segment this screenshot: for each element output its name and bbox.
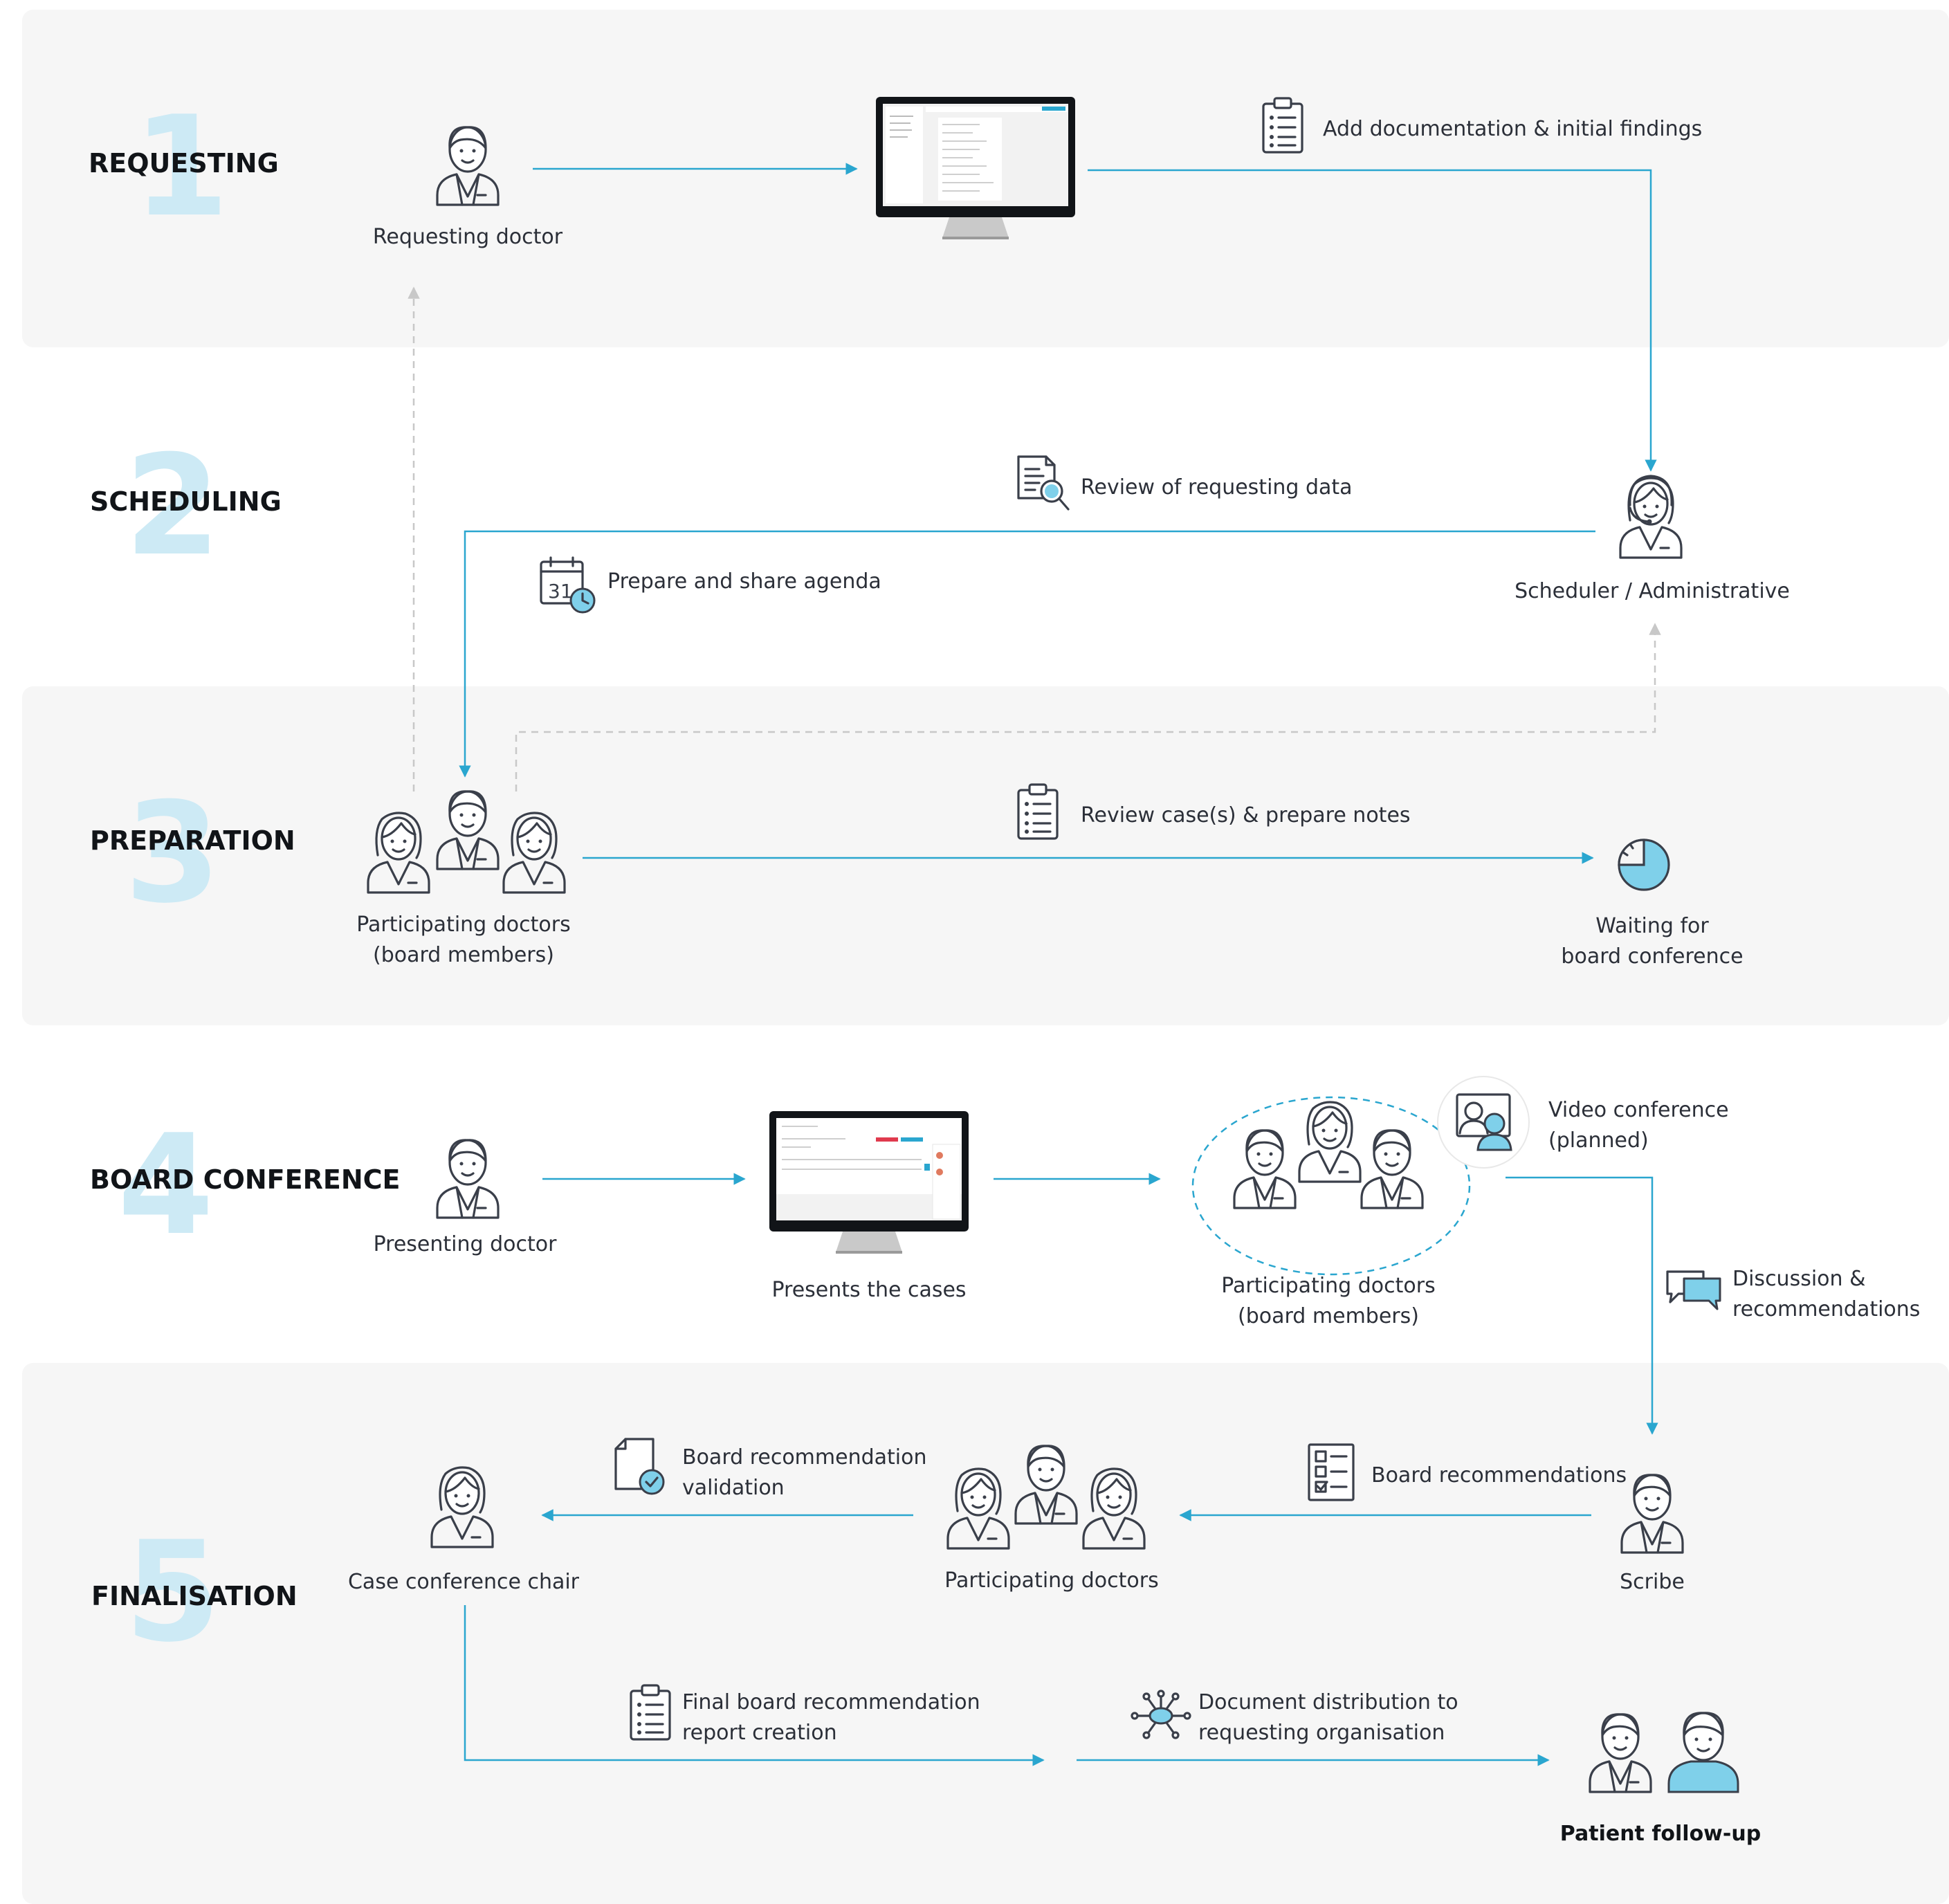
checklist-icon xyxy=(1308,1443,1355,1501)
stage-label: FINALISATION xyxy=(91,1581,298,1611)
stage-number: 4 xyxy=(118,1105,214,1266)
final-report-label-l1: Final board recommendation xyxy=(682,1690,980,1714)
patient-icon xyxy=(1667,1712,1739,1793)
board-members-label: (board members) xyxy=(373,943,554,967)
case-chair-label: Case conference chair xyxy=(348,1570,580,1594)
patient-followup-label: Patient follow-up xyxy=(1560,1822,1761,1846)
video-conference-label-l1: Video conference xyxy=(1548,1098,1729,1122)
chat-bubbles-icon xyxy=(1666,1270,1721,1310)
discussion-label-l2: recommendations xyxy=(1732,1297,1920,1321)
add-documentation-label: Add documentation & initial findings xyxy=(1323,117,1702,141)
stage-number: 1 xyxy=(133,86,229,248)
calendar-day: 31 xyxy=(548,580,573,603)
validation-label-l2: validation xyxy=(682,1476,785,1500)
flow-connectors xyxy=(408,163,1661,1766)
conference-members-group xyxy=(1233,1101,1424,1209)
stage-3: 3 PREPARATION xyxy=(90,773,295,934)
prepare-agenda-label: Prepare and share agenda xyxy=(607,569,881,594)
conf-participating-label: Participating doctors xyxy=(1221,1274,1435,1298)
participating-doctors-label: Participating doctors xyxy=(356,913,570,937)
screen-content xyxy=(886,107,1068,203)
arrow-chair-to-report xyxy=(464,1605,1045,1766)
calendar-icon: 31 xyxy=(540,556,596,614)
validation-label-l1: Board recommendation xyxy=(682,1445,927,1470)
arrow-members-to-scribe xyxy=(1506,1176,1658,1435)
band-preparation xyxy=(22,686,1949,1025)
scheduler-label: Scheduler / Administrative xyxy=(1515,579,1790,603)
stage-5: 5 FINALISATION xyxy=(91,1512,298,1673)
presenting-doctor-label: Presenting doctor xyxy=(374,1232,557,1256)
monitor-case-view xyxy=(768,1110,970,1254)
stage-2: 2 SCHEDULING xyxy=(90,425,282,587)
clipboard-icon xyxy=(1262,97,1303,154)
waiting-label-l2: board conference xyxy=(1561,944,1743,969)
screen-content xyxy=(776,1118,962,1220)
requesting-doctor-label: Requesting doctor xyxy=(373,225,563,249)
waiting-label-l1: Waiting for xyxy=(1595,914,1709,938)
stage-4: 4 BOARD CONFERENCE xyxy=(90,1105,400,1266)
arrow-monitor-to-scheduler xyxy=(1088,169,1657,472)
video-conference-icon xyxy=(1437,1076,1530,1169)
dashed-board-to-scheduler xyxy=(515,623,1661,791)
presenting-doctor xyxy=(436,1139,500,1219)
scribe-label: Scribe xyxy=(1620,1570,1685,1594)
stage-1: 1 REQUESTING xyxy=(89,86,279,248)
arrow-scheduler-to-board xyxy=(459,530,1595,778)
band-finalisation xyxy=(22,1363,1949,1904)
video-conference-label-l2: (planned) xyxy=(1548,1128,1649,1153)
distribution-label-l1: Document distribution to xyxy=(1198,1690,1458,1714)
conference-members-circle xyxy=(1191,1096,1471,1276)
board-recommendations-label: Board recommendations xyxy=(1371,1463,1627,1488)
review-requesting-label: Review of requesting data xyxy=(1081,475,1353,500)
stage-number: 3 xyxy=(125,773,221,934)
document-search-icon xyxy=(1017,455,1070,511)
timer-icon xyxy=(1618,839,1670,891)
doctor-icon xyxy=(1360,1129,1424,1209)
clipboard-icon xyxy=(1017,783,1059,840)
discussion-label-l1: Discussion & xyxy=(1732,1267,1865,1291)
doctor-icon xyxy=(1298,1101,1362,1183)
stage-label: PREPARATION xyxy=(90,825,295,856)
clipboard-icon xyxy=(630,1684,671,1741)
scheduler-icon xyxy=(1619,475,1683,559)
stage-number: 2 xyxy=(125,425,221,587)
presents-cases-label: Presents the cases xyxy=(771,1278,966,1302)
conf-board-members-label: (board members) xyxy=(1238,1304,1419,1328)
final-report-label-l2: report creation xyxy=(682,1721,837,1745)
stage-label: SCHEDULING xyxy=(90,486,282,517)
monitor-request-form xyxy=(875,95,1077,239)
doctor-icon xyxy=(1233,1129,1297,1209)
distribution-label-l2: requesting organisation xyxy=(1198,1721,1445,1745)
network-distribution-icon xyxy=(1131,1690,1191,1739)
participating-doctors-final-label: Participating doctors xyxy=(944,1568,1158,1593)
stage-label: REQUESTING xyxy=(89,148,279,178)
review-cases-label: Review case(s) & prepare notes xyxy=(1081,803,1411,827)
document-check-icon xyxy=(614,1438,665,1495)
stage-number: 5 xyxy=(125,1512,221,1673)
stage-bands xyxy=(22,10,1949,1904)
patient-followup-group xyxy=(1589,1712,1739,1793)
stage-label: BOARD CONFERENCE xyxy=(90,1164,400,1195)
